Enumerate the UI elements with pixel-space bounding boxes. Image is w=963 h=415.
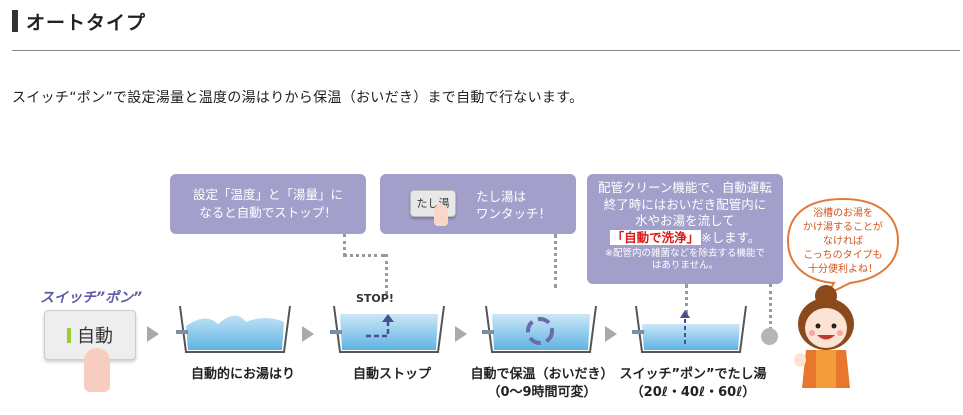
connector-dotted (554, 234, 557, 288)
callout-add-water-text: たし湯は ワンタッチ！ (476, 188, 551, 222)
switch-label: スイッチ”ポン” (40, 290, 143, 306)
bathtub-stop-icon (330, 300, 448, 358)
step-arrow-icon (302, 326, 314, 342)
speech-bubble-text: 浴槽のお湯を かけ湯することが なければ こっちのタイプも 十分便利よね！ (784, 207, 902, 277)
callout-pipe-clean-line3: 水やお湯を流して (635, 213, 735, 228)
callout-pipe-clean-line4: 「自動で洗浄」※します。 (587, 229, 783, 247)
connector-dotted (769, 284, 772, 330)
step-arrow-icon (455, 326, 467, 342)
connector-dotted (385, 254, 388, 294)
callout-auto-stop-line2: なると自動でストップ！ (199, 205, 337, 220)
add-water-button-illustration: たし湯 (410, 190, 456, 217)
callout-add-water-line1: たし湯は (476, 189, 527, 204)
end-marker-circle (761, 328, 778, 345)
connector-dotted (343, 254, 385, 257)
step-caption-line: スイッチ”ポン”でたし湯 (619, 367, 767, 382)
auto-switch-text: 自動 (77, 326, 113, 347)
page-title: オートタイプ (26, 12, 147, 34)
step-caption-add-water: スイッチ”ポン”でたし湯 （20ℓ・40ℓ・60ℓ） (618, 366, 768, 402)
intro-text: スイッチ“ポン”で設定湯量と温度の湯はりから保温（おいだき）まで自動で行ないます… (12, 90, 584, 106)
callout-auto-stop: 設定「温度」と「湯量」に なると自動でストップ！ (170, 174, 366, 234)
connector-dotted (343, 234, 346, 256)
step-caption-line: （20ℓ・40ℓ・60ℓ） (630, 385, 756, 400)
speech-bubble: 浴槽のお湯を かけ湯することが なければ こっちのタイプも 十分便利よね！ (784, 195, 902, 295)
callout-pipe-clean-line2: 終了時にはおいだき配管内に (603, 196, 767, 212)
step-caption-line: 自動的にお湯はり (190, 367, 295, 382)
finger-icon (84, 348, 110, 392)
finger-icon (434, 204, 448, 226)
bathtub-keep-warm-icon (482, 300, 600, 358)
callout-pipe-clean-note1: ※配管内の雑菌などを除去する機能で (605, 248, 765, 259)
step-arrow-icon (605, 326, 617, 342)
callout-pipe-clean-line1: 配管クリーン機能で、自動運転 (598, 180, 772, 195)
callout-add-water-line2: ワンタッチ！ (476, 206, 552, 221)
step-arrow-icon (147, 326, 159, 342)
auto-wash-suffix: ※します。 (701, 229, 761, 245)
title-accent-bar (12, 10, 18, 32)
callout-auto-stop-line1: 設定「温度」と「湯量」に (192, 187, 343, 202)
speech-bubble-line: 浴槽のお湯を (813, 208, 873, 219)
step-caption-fill: 自動的にお湯はり (178, 366, 308, 384)
woman-character-icon (786, 280, 866, 390)
step-caption-keep-warm: 自動で保温（おいだき） （0〜9時間可変） (462, 366, 622, 402)
step-caption-stop: 自動ストップ (342, 366, 442, 384)
speech-bubble-line: なければ (823, 236, 863, 247)
callout-add-water: たし湯 たし湯は ワンタッチ！ (380, 174, 576, 234)
indicator-led-icon (67, 328, 71, 343)
auto-wash-highlight: 「自動で洗浄」 (609, 229, 702, 245)
speech-bubble-line: かけ湯することが (803, 222, 883, 233)
speech-bubble-line: 十分便利よね！ (808, 264, 878, 275)
bathtub-add-water-icon (632, 300, 750, 358)
step-caption-line: 自動で保温（おいだき） (470, 367, 614, 382)
callout-pipe-clean: 配管クリーン機能で、自動運転 終了時にはおいだき配管内に 水やお湯を流して 「自… (587, 174, 783, 284)
title-divider (12, 50, 960, 51)
speech-bubble-line: こっちのタイプも (803, 250, 883, 261)
connector-dotted (685, 284, 688, 314)
step-caption-line: （0〜9時間可変） (487, 385, 597, 400)
stop-label: STOP! (356, 292, 394, 305)
callout-pipe-clean-note2: はありません。 (651, 260, 719, 271)
bathtub-filling-icon (176, 300, 294, 358)
step-caption-line: 自動ストップ (352, 367, 431, 382)
